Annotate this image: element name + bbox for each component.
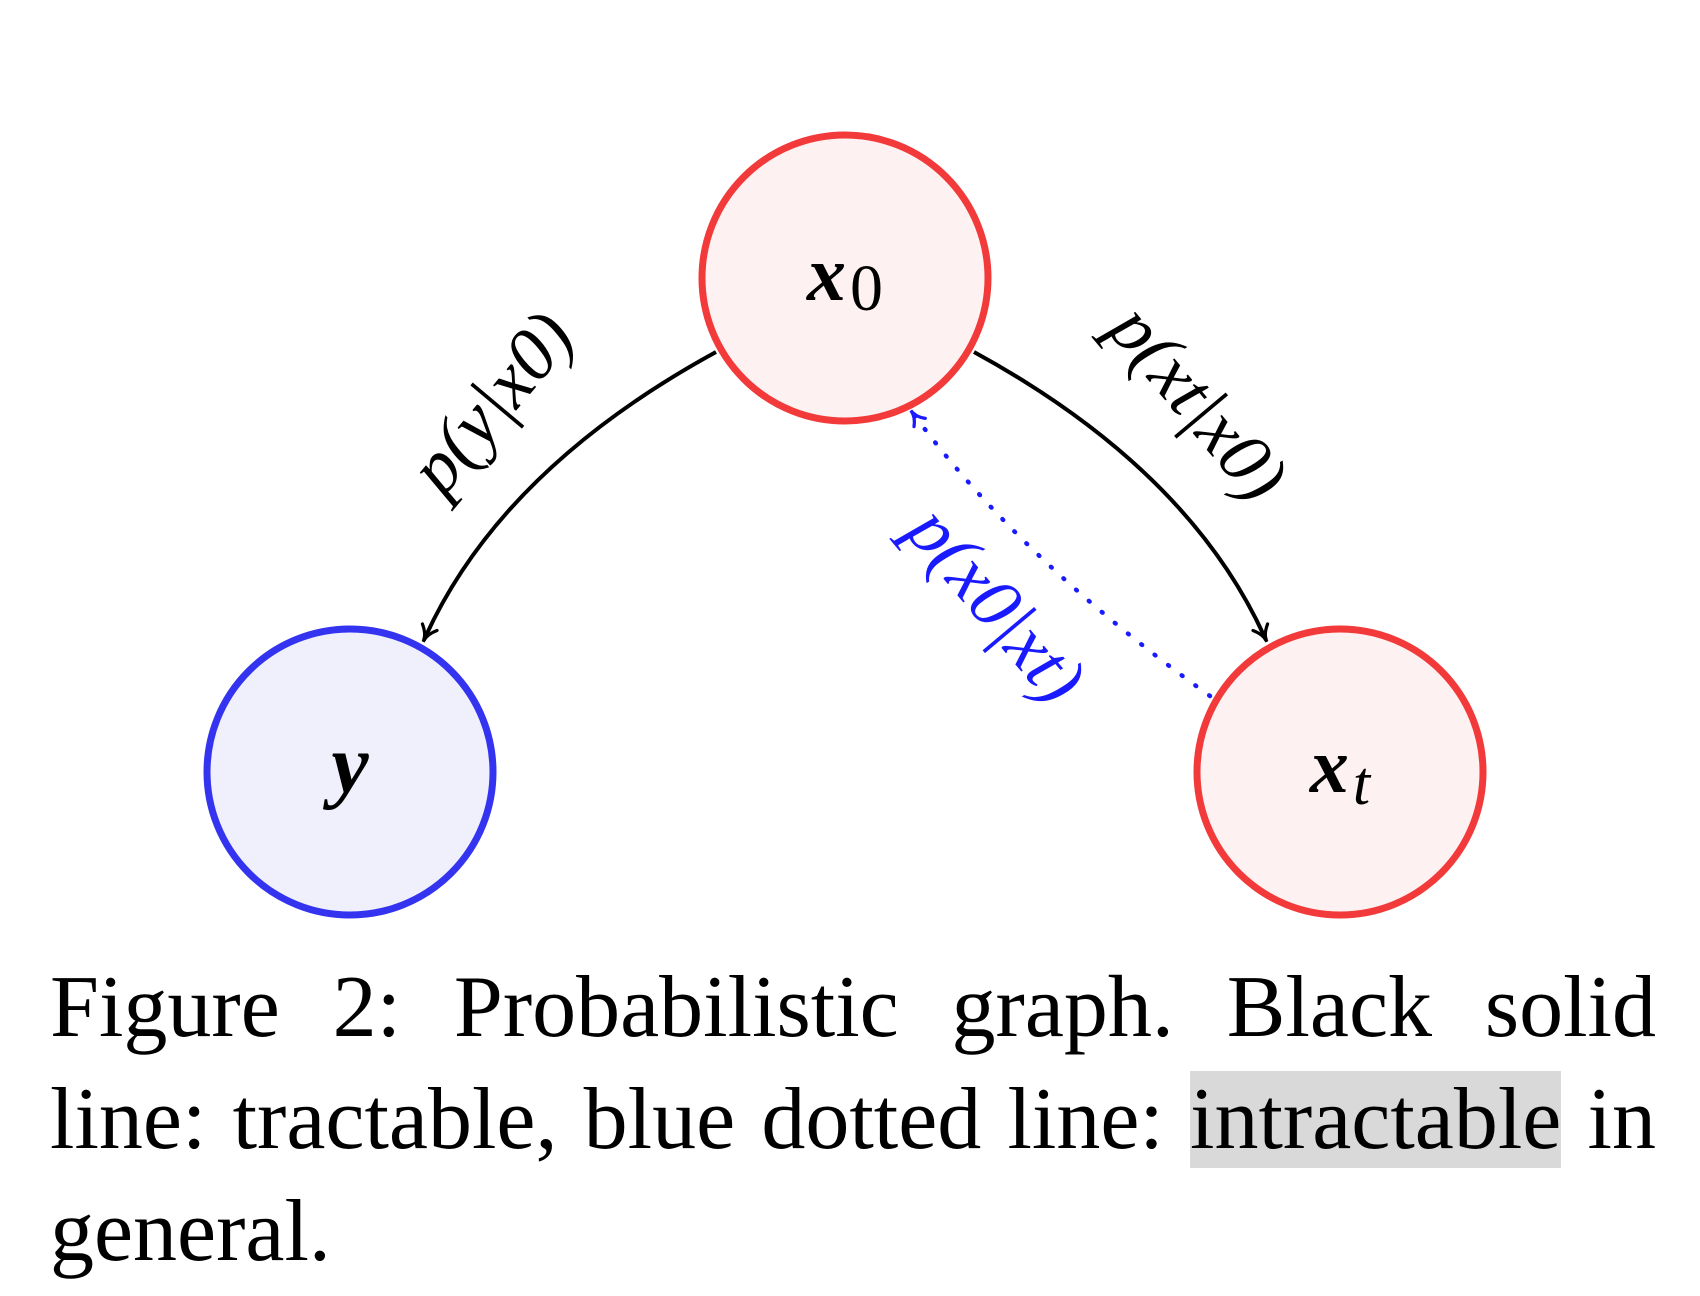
edge-x0-to-y	[420, 350, 717, 643]
caption-highlight-intractable: intractable	[1190, 1071, 1562, 1168]
probabilistic-graph: x0 y xt p(y|x0) p(xt|x0) p(x0|xt)	[203, 131, 1487, 919]
node-xt-subscript: t	[1353, 750, 1372, 818]
edge-label-x0-given-xt: p(x0|xt)	[888, 486, 1102, 719]
edge-x0-to-xt	[973, 350, 1270, 643]
node-xt-symbol: x	[1309, 722, 1349, 809]
node-x0-symbol: x	[806, 230, 846, 317]
node-y-circle	[203, 625, 497, 919]
node-xt: xt	[1193, 625, 1487, 919]
node-y: y	[203, 625, 497, 919]
node-xt-circle	[1193, 625, 1487, 919]
edge-xt-to-x0	[909, 409, 1213, 699]
caption-text-main: Figure 2: Probabilistic graph. Black sol…	[50, 959, 1656, 1168]
caption-text-end: in general.	[50, 1071, 1656, 1280]
node-x0-label: x0	[806, 230, 883, 325]
node-xt-label: xt	[1309, 722, 1372, 818]
node-x0-subscript: 0	[850, 252, 883, 325]
edge-label-y-given-x0: p(y|x0)	[390, 296, 591, 513]
node-x0-circle	[698, 131, 992, 425]
figure-caption: Figure 2: Probabilistic graph. Black sol…	[50, 952, 1656, 1288]
node-x0: x0	[698, 131, 992, 425]
edge-label-xt-given-x0: p(xt|x0)	[1090, 284, 1304, 517]
